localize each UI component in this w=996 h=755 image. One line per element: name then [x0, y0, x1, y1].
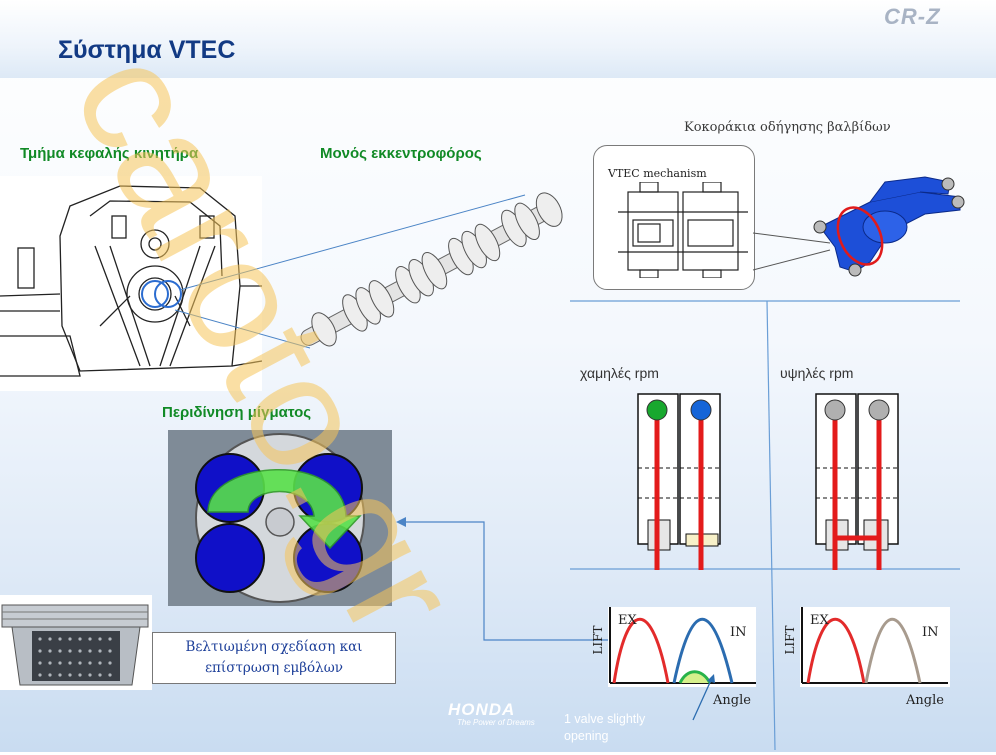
low-lift-xlabel: Angle [713, 693, 751, 708]
rocker-arms-label: Κοκοράκια οδήγησης βαλβίδων [684, 120, 891, 135]
low-rpm-rocker-diagram [637, 393, 721, 570]
engine-head-drawing [0, 176, 262, 391]
swirl-label: Περιδίνηση μίγματος [162, 404, 312, 421]
low-lift-ex-label: EX [618, 613, 637, 628]
low-lift-ylabel: LIFT [591, 625, 605, 655]
valve-note-line1: 1 valve slightly [564, 712, 646, 726]
low-lift-in-label: IN [730, 625, 747, 640]
valve-note-line2: opening [564, 729, 609, 743]
high-lift-ex-label: EX [810, 613, 829, 628]
piston-caption: Βελτιωμένη σχεδίαση και επίστρωση εμβόλω… [152, 632, 396, 684]
valve-note: 1 valve slightly opening [564, 711, 684, 745]
divider-lines [570, 232, 960, 751]
piston-image [0, 595, 152, 690]
vtec-mechanism-label: VTEC mechanism [608, 167, 707, 180]
honda-logo: HONDA [448, 700, 516, 719]
vtec-mechanism-drawing [618, 182, 748, 278]
slide-title: Σύστημα VTEC [58, 36, 236, 64]
high-rpm-lift-chart: LIFT EX IN [780, 603, 955, 693]
high-rpm-rocker-diagram [815, 393, 899, 570]
high-lift-in-label: IN [922, 625, 939, 640]
camshaft-image [300, 192, 563, 347]
swirl-image [168, 430, 392, 606]
high-lift-xlabel: Angle [906, 693, 944, 708]
piston-caption-line2: επίστρωση εμβόλων [205, 660, 343, 676]
piston-caption-line1: Βελτιωμένη σχεδίαση και [185, 639, 363, 655]
low-rpm-label: χαμηλές rpm [580, 365, 659, 381]
rocker-arm-image [813, 176, 965, 277]
honda-tagline: The Power of Dreams [457, 718, 535, 727]
high-lift-ylabel: LIFT [783, 625, 797, 655]
high-rpm-label: υψηλές rpm [780, 365, 854, 381]
swirl-arrow [396, 517, 610, 641]
camshaft-label: Μονός εκκεντροφόρος [320, 145, 482, 162]
engine-head-label: Τμήμα κεφαλής κινητήρα [20, 145, 199, 162]
low-rpm-lift-curves [608, 607, 756, 687]
high-rpm-lift-curves [800, 607, 950, 687]
header-band [0, 0, 996, 78]
low-rpm-lift-chart: LIFT EX IN [582, 603, 757, 693]
camshaft-connector-lines [174, 194, 526, 349]
crz-logo: CR-Z [884, 4, 941, 29]
valve-note-arrow [692, 674, 715, 721]
